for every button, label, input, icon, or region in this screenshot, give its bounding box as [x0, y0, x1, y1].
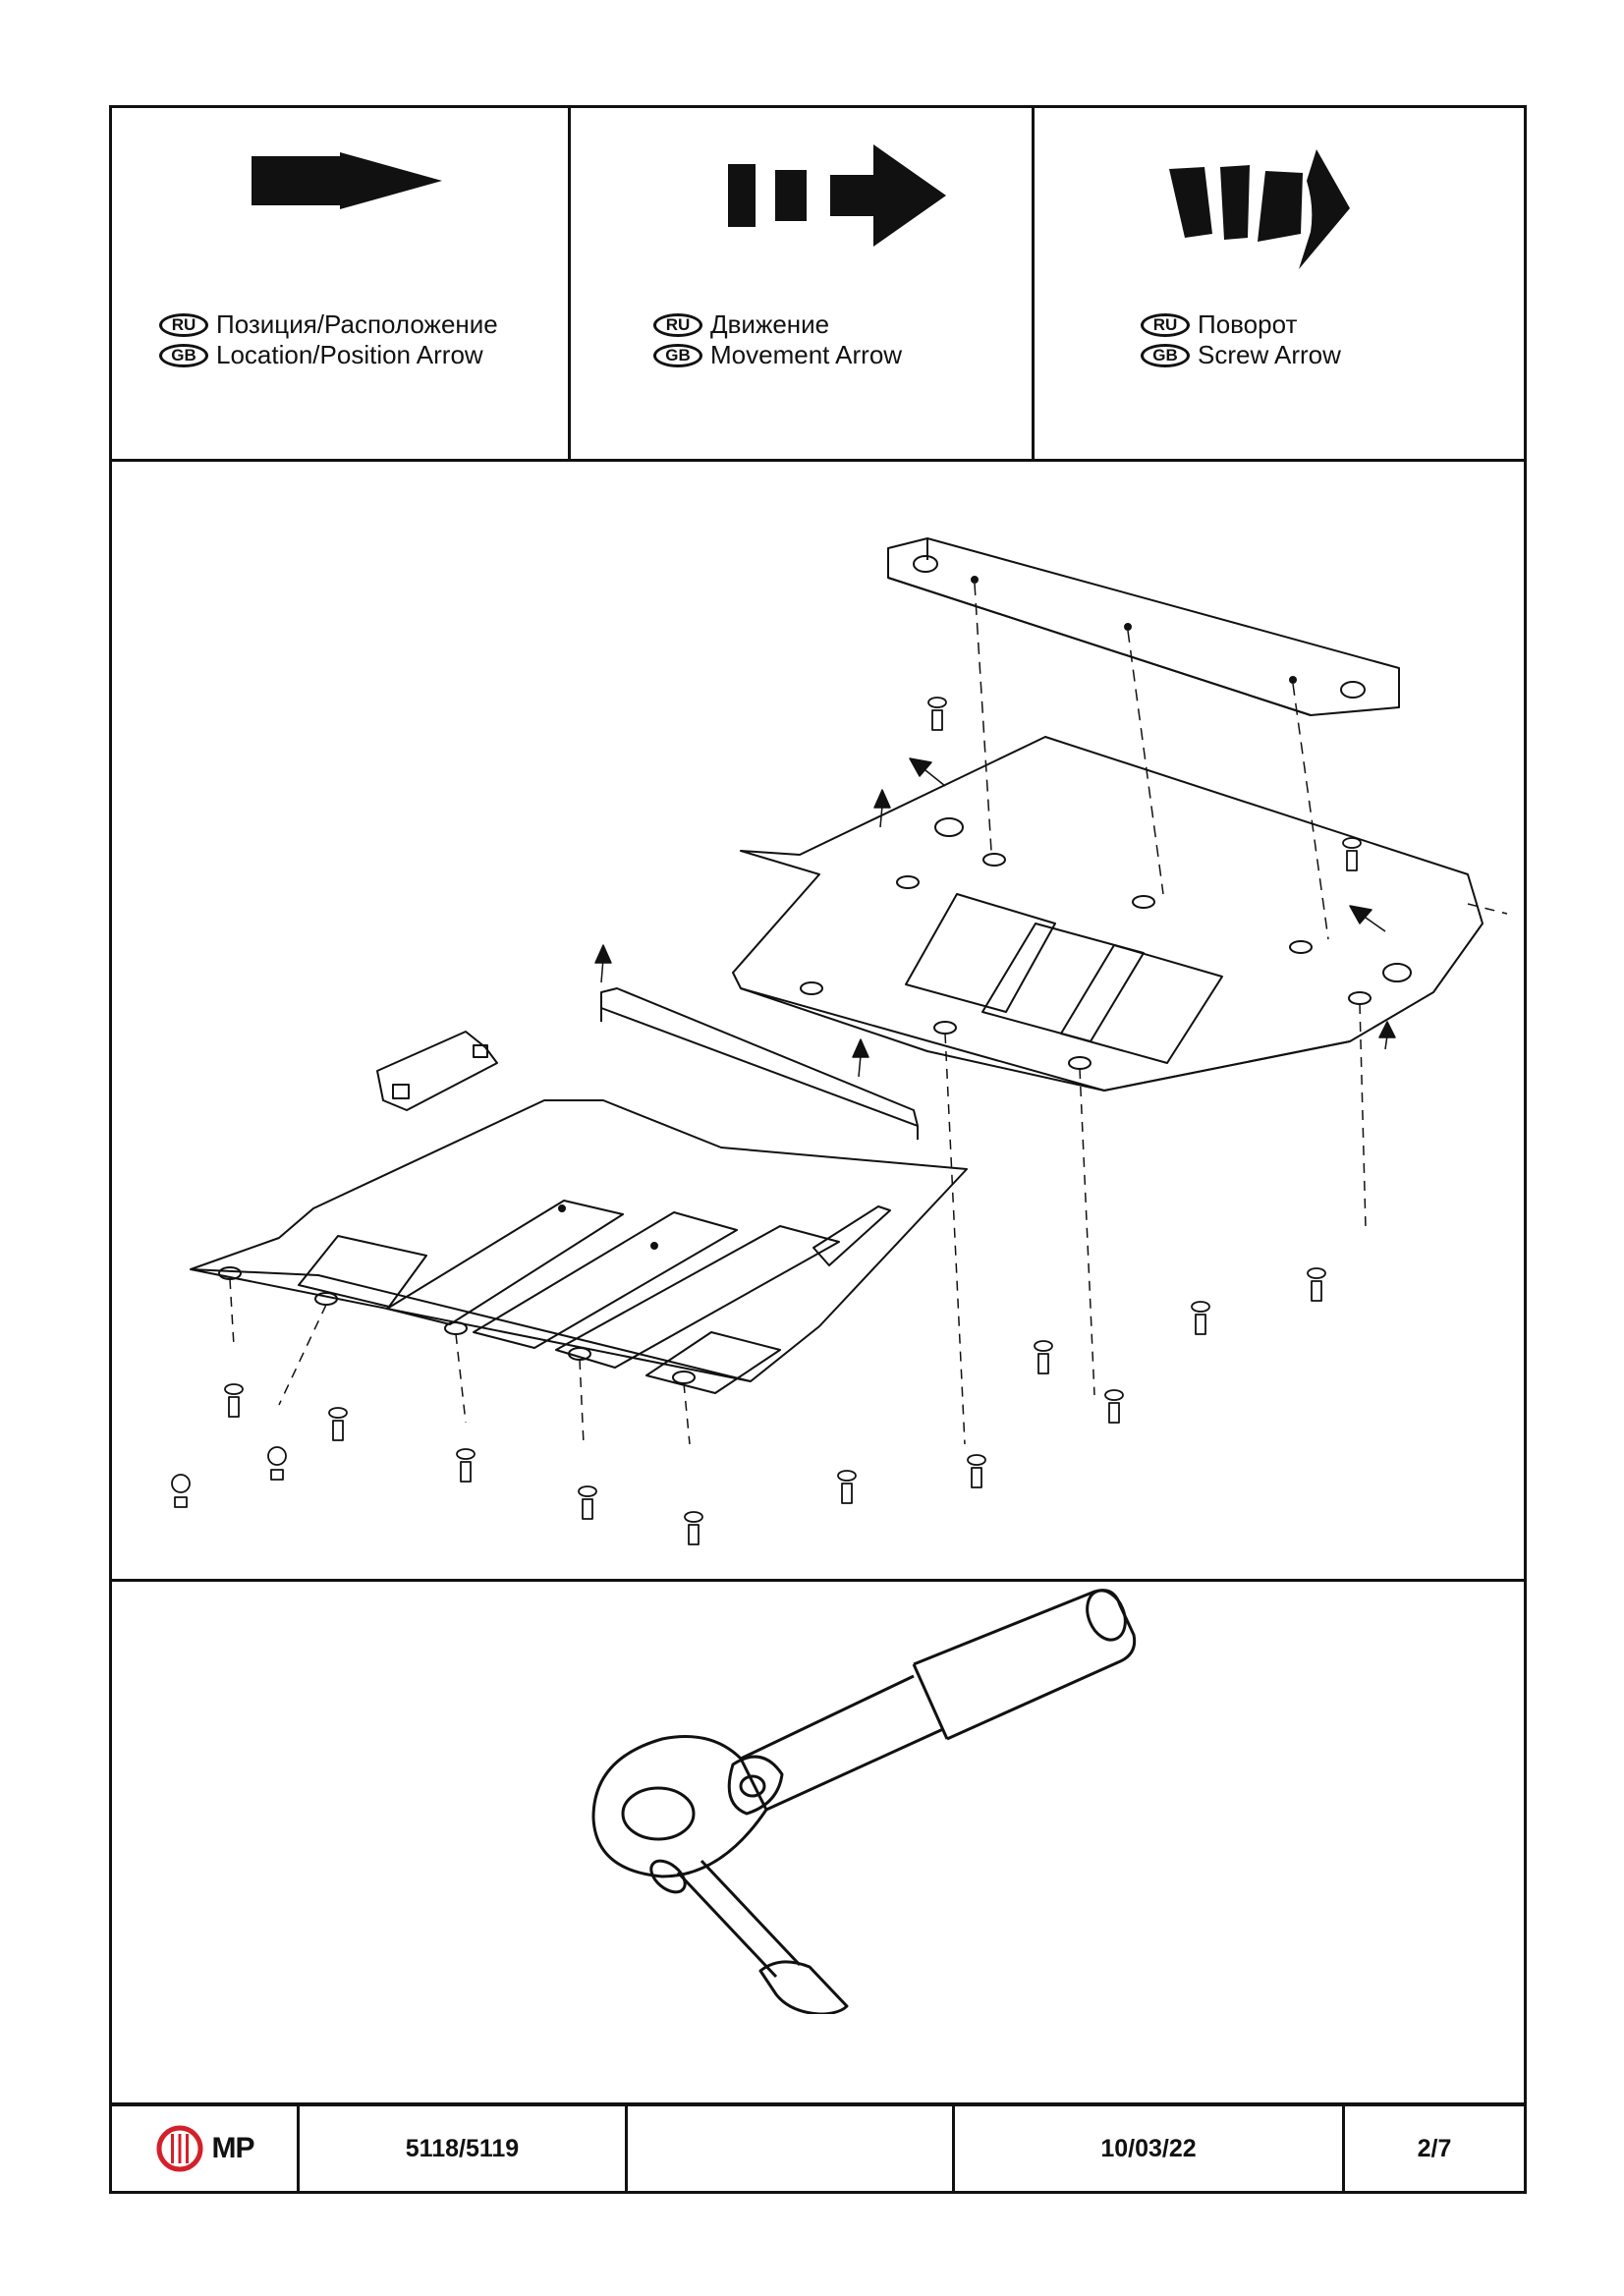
date-cell: 10/03/22 — [952, 2106, 1342, 2191]
ru-badge: RU — [159, 312, 208, 337]
gb-badge: GB — [159, 343, 208, 367]
legend-gb-label: Movement Arrow — [710, 340, 903, 369]
legend-text: RU Движение GB Movement Arrow — [653, 309, 902, 370]
page-number-cell: 2/7 — [1342, 2106, 1524, 2191]
legend-cell-movement: RU Движение GB Movement Arrow — [568, 108, 1032, 459]
title-block: MP 5118/5119 10/03/22 2/7 — [112, 2102, 1524, 2191]
brand-logo: MP — [155, 2124, 255, 2173]
movement-arrow-icon — [728, 144, 946, 247]
movement-arrow-marks — [594, 757, 1396, 1078]
legend-text: RU Позиция/Расположение GB Location/Positi… — [159, 309, 498, 370]
legend-gb-label: Screw Arrow — [1198, 340, 1341, 369]
middle-bracket-part — [600, 987, 919, 1140]
arrow-legend-row: RU Позиция/Расположение GB Location/Positi… — [112, 108, 1524, 462]
top-crossbar-part — [887, 537, 1400, 716]
legend-ru-label: Позиция/Расположение — [216, 309, 498, 339]
front-skid-plate-part — [190, 1099, 968, 1394]
location-arrow-icon — [252, 152, 442, 209]
legend-text: RU Поворот GB Screw Arrow — [1141, 309, 1341, 370]
small-bracket-part — [376, 1031, 498, 1111]
legend-ru-label: Поворот — [1198, 309, 1298, 339]
legend-gb-label: Location/Position Arrow — [216, 340, 483, 369]
screw-arrow-icon — [1169, 149, 1350, 269]
logo-text: MP — [211, 2132, 255, 2164]
bolt-set — [171, 697, 1362, 1545]
gb-badge: GB — [653, 343, 702, 367]
legend-cell-location: RU Позиция/Расположение GB Location/Positi… — [112, 108, 568, 459]
legend-ru-label: Движение — [710, 309, 830, 339]
logo-cell: MP — [112, 2106, 297, 2191]
document-frame: RU Позиция/Расположение GB Location/Positi… — [109, 105, 1527, 2194]
mp-logo-icon — [156, 2125, 202, 2172]
blank-cell — [625, 2106, 952, 2191]
ru-badge: RU — [653, 312, 702, 337]
skid-plate-exploded-view-icon — [171, 537, 1508, 1545]
rear-skid-plate-part — [732, 736, 1484, 1092]
side-bracket-part — [812, 1205, 891, 1266]
assembly-diagram-section — [112, 462, 1524, 1582]
ru-badge: RU — [1141, 312, 1190, 337]
legend-cell-screw: RU Поворот GB Screw Arrow — [1032, 108, 1524, 459]
gb-badge: GB — [1141, 343, 1190, 367]
part-number-cell: 5118/5119 — [297, 2106, 625, 2191]
ratchet-wrench-icon — [591, 1589, 1137, 2014]
tool-section — [112, 1582, 1524, 2108]
